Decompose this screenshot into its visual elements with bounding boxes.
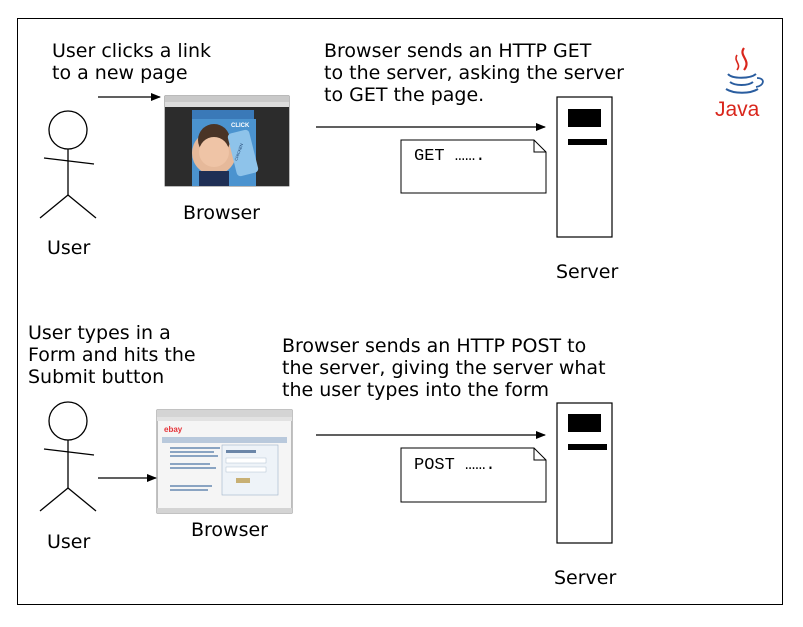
user-clicks-link-text: User clicks a link to a new page: [52, 40, 211, 84]
browser-sends-get-text: Browser sends an HTTP GET to the server,…: [324, 40, 624, 106]
post-request-note: [400, 447, 547, 503]
user-stick-figure-bottom: [39, 401, 97, 512]
user-action-line: User types in a: [28, 322, 171, 344]
browser-action-line: to the server, asking the server: [324, 62, 624, 84]
user-action-line: Form and hits the: [28, 344, 196, 366]
screenshot-ebay-logo: ebay: [164, 425, 183, 434]
user-stick-figure-top: [39, 110, 97, 219]
user-label-bottom: User: [47, 531, 91, 553]
browser-sends-post-text: Browser sends an HTTP POST to the server…: [282, 335, 606, 401]
browser-action-line: Browser sends an HTTP POST to: [282, 335, 587, 357]
screenshot-click-text: CLICK: [231, 123, 250, 129]
screenshot-remote-text: CHICKEN: [233, 143, 244, 162]
browser-screenshot-top: CLICK CHICKEN: [164, 95, 290, 187]
server-top: [556, 96, 613, 238]
user-action-line: to a new page: [52, 62, 188, 84]
user-action-line: Submit button: [28, 366, 165, 388]
user-action-line: User clicks a link: [52, 40, 212, 62]
browser-screenshot-bottom: ebay: [156, 409, 293, 514]
user-types-form-text: User types in a Form and hits the Submit…: [28, 322, 196, 388]
server-bottom: [556, 402, 613, 544]
java-logo-text: Java: [715, 98, 760, 121]
post-request-note-text: POST …….: [414, 456, 496, 475]
browser-action-line: the server, giving the server what: [282, 357, 606, 379]
user-label-top: User: [47, 237, 91, 259]
browser-label-bottom: Browser: [191, 519, 268, 541]
browser-action-line: Browser sends an HTTP GET: [324, 40, 592, 62]
get-request-note: [400, 139, 547, 194]
browser-label-top: Browser: [183, 202, 260, 224]
server-label-top: Server: [556, 261, 619, 283]
browser-action-line: to GET the page.: [324, 84, 485, 106]
get-request-note-text: GET …….: [414, 147, 486, 166]
browser-action-line: the user types into the form: [282, 379, 550, 401]
diagram-frame: [17, 18, 783, 605]
java-coffee-cup-icon: [725, 47, 764, 94]
server-label-bottom: Server: [554, 567, 617, 589]
